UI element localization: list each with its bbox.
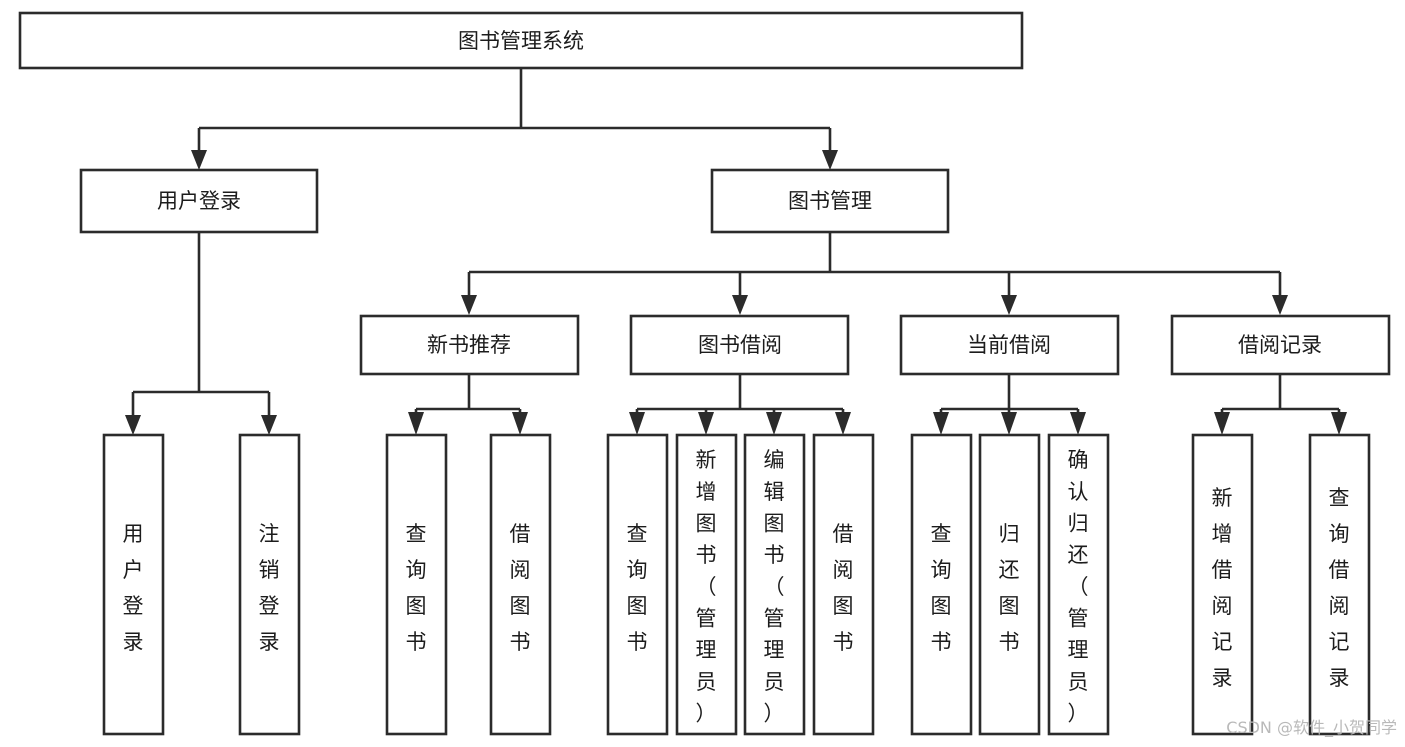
node-leaf-return-book-label: 归还图书 [999,522,1020,654]
node-leaf-confirm-return-label: 确认归还（管理员） [1068,448,1089,725]
node-leaf-query-book-3-box[interactable] [910,433,973,736]
node-leaf-borrow-book-1-label: 借阅图书 [510,522,531,654]
arrow-icon-to-leaf-user-login [125,415,141,435]
node-leaf-confirm-return[interactable]: 确认归还（管理员） [1047,433,1110,736]
arrow-icon-to-leaf-borrow-book-2 [835,412,851,435]
node-leaf-query-book-3-label: 查询图书 [931,522,952,654]
node-new-book-rec-box[interactable] [359,314,580,376]
node-root-system[interactable]: 图书管理系统 [18,11,1024,70]
arrow-icon-to-leaf-logout [261,415,277,435]
node-user-login-box[interactable] [79,168,319,234]
node-leaf-query-record-box[interactable] [1308,433,1371,736]
arrow-icon-to-leaf-add-book [698,412,714,435]
node-root-system-box[interactable] [18,11,1024,70]
node-book-manage-label: 图书管理 [788,189,872,213]
node-root-system-label: 图书管理系统 [458,29,584,53]
arrow-icon-to-book-borrow [732,295,748,315]
node-leaf-query-book-2[interactable]: 查询图书 [606,433,669,736]
node-leaf-logout-label: 注销登录 [259,522,280,654]
node-leaf-return-book[interactable]: 归还图书 [978,433,1041,736]
connector-group-new-book-rec-to-leaves [408,374,528,435]
node-leaf-borrow-book-2[interactable]: 借阅图书 [812,433,875,736]
node-leaf-user-login-label: 用户登录 [123,522,144,654]
node-leaf-confirm-return-box[interactable] [1047,433,1110,736]
node-leaf-add-record-box[interactable] [1191,433,1254,736]
watermark-label: CSDN @软件_小贺同学 [1226,718,1397,738]
node-leaf-borrow-book-1[interactable]: 借阅图书 [489,433,552,736]
arrow-icon-to-leaf-confirm-return [1070,412,1086,435]
node-leaf-borrow-book-1-box[interactable] [489,433,552,736]
arrow-icon-to-user-login [191,150,207,170]
connector-group-book-manage-to-level3 [461,232,1288,315]
node-leaf-query-record[interactable]: 查询借阅记录 [1308,433,1371,736]
node-leaf-query-book-2-label: 查询图书 [627,522,648,654]
node-leaf-edit-book-label: 编辑图书（管理员） [764,448,785,725]
node-leaf-add-book-box[interactable] [675,433,738,736]
connector-group-borrow-record-to-leaves [1214,374,1347,435]
node-leaf-query-book-1-box[interactable] [385,433,448,736]
node-leaf-query-record-label: 查询借阅记录 [1329,486,1350,690]
arrow-icon-to-leaf-query-book-2 [629,412,645,435]
arrow-icon-to-leaf-query-book-3 [933,412,949,435]
node-leaf-borrow-book-2-box[interactable] [812,433,875,736]
node-leaf-add-record-label: 新增借阅记录 [1212,486,1233,690]
arrow-icon-to-current-borrow [1001,295,1017,315]
node-leaf-query-book-3[interactable]: 查询图书 [910,433,973,736]
node-leaf-query-book-1-label: 查询图书 [406,522,427,654]
node-leaf-query-book-2-box[interactable] [606,433,669,736]
node-new-book-rec[interactable]: 新书推荐 [359,314,580,376]
node-current-borrow[interactable]: 当前借阅 [899,314,1120,376]
node-leaf-edit-book-box[interactable] [743,433,806,736]
arrow-icon-to-leaf-return-book [1001,412,1017,435]
node-leaf-user-login[interactable]: 用户登录 [102,433,165,736]
node-current-borrow-box[interactable] [899,314,1120,376]
node-book-borrow-label: 图书借阅 [698,333,782,357]
node-user-login[interactable]: 用户登录 [79,168,319,234]
connector-group-current-borrow-to-leaves [933,374,1086,435]
node-book-manage[interactable]: 图书管理 [710,168,950,234]
node-leaf-borrow-book-2-label: 借阅图书 [833,522,854,654]
node-leaf-user-login-box[interactable] [102,433,165,736]
node-book-borrow[interactable]: 图书借阅 [629,314,850,376]
node-borrow-record-box[interactable] [1170,314,1391,376]
node-leaf-edit-book[interactable]: 编辑图书（管理员） [743,433,806,736]
connector-group-root-to-level2 [191,68,838,170]
node-leaf-return-book-box[interactable] [978,433,1041,736]
connector-group-book-borrow-to-leaves [629,374,851,435]
arrow-icon-to-leaf-edit-book [766,412,782,435]
arrow-icon-to-borrow-record [1272,295,1288,315]
node-book-manage-box[interactable] [710,168,950,234]
node-leaf-logout-box[interactable] [238,433,301,736]
arrow-icon-to-leaf-query-book-1 [408,412,424,435]
arrow-icon-to-new-book-rec [461,295,477,315]
node-book-borrow-box[interactable] [629,314,850,376]
node-leaf-add-book-label: 新增图书（管理员） [696,448,717,725]
arrow-icon-to-book-manage [822,150,838,170]
connector-group-user-login-to-leaves [125,232,277,435]
node-leaf-logout[interactable]: 注销登录 [238,433,301,736]
arrow-icon-to-leaf-query-record [1331,412,1347,435]
node-borrow-record-label: 借阅记录 [1238,333,1322,357]
node-current-borrow-label: 当前借阅 [967,333,1051,357]
node-borrow-record[interactable]: 借阅记录 [1170,314,1391,376]
arrow-icon-to-leaf-add-record [1214,412,1230,435]
node-leaf-add-book[interactable]: 新增图书（管理员） [675,433,738,736]
node-leaf-query-book-1[interactable]: 查询图书 [385,433,448,736]
arrow-icon-to-leaf-borrow-book-1 [512,412,528,435]
node-user-login-label: 用户登录 [157,189,241,213]
node-leaf-add-record[interactable]: 新增借阅记录 [1191,433,1254,736]
node-new-book-rec-label: 新书推荐 [427,333,511,357]
